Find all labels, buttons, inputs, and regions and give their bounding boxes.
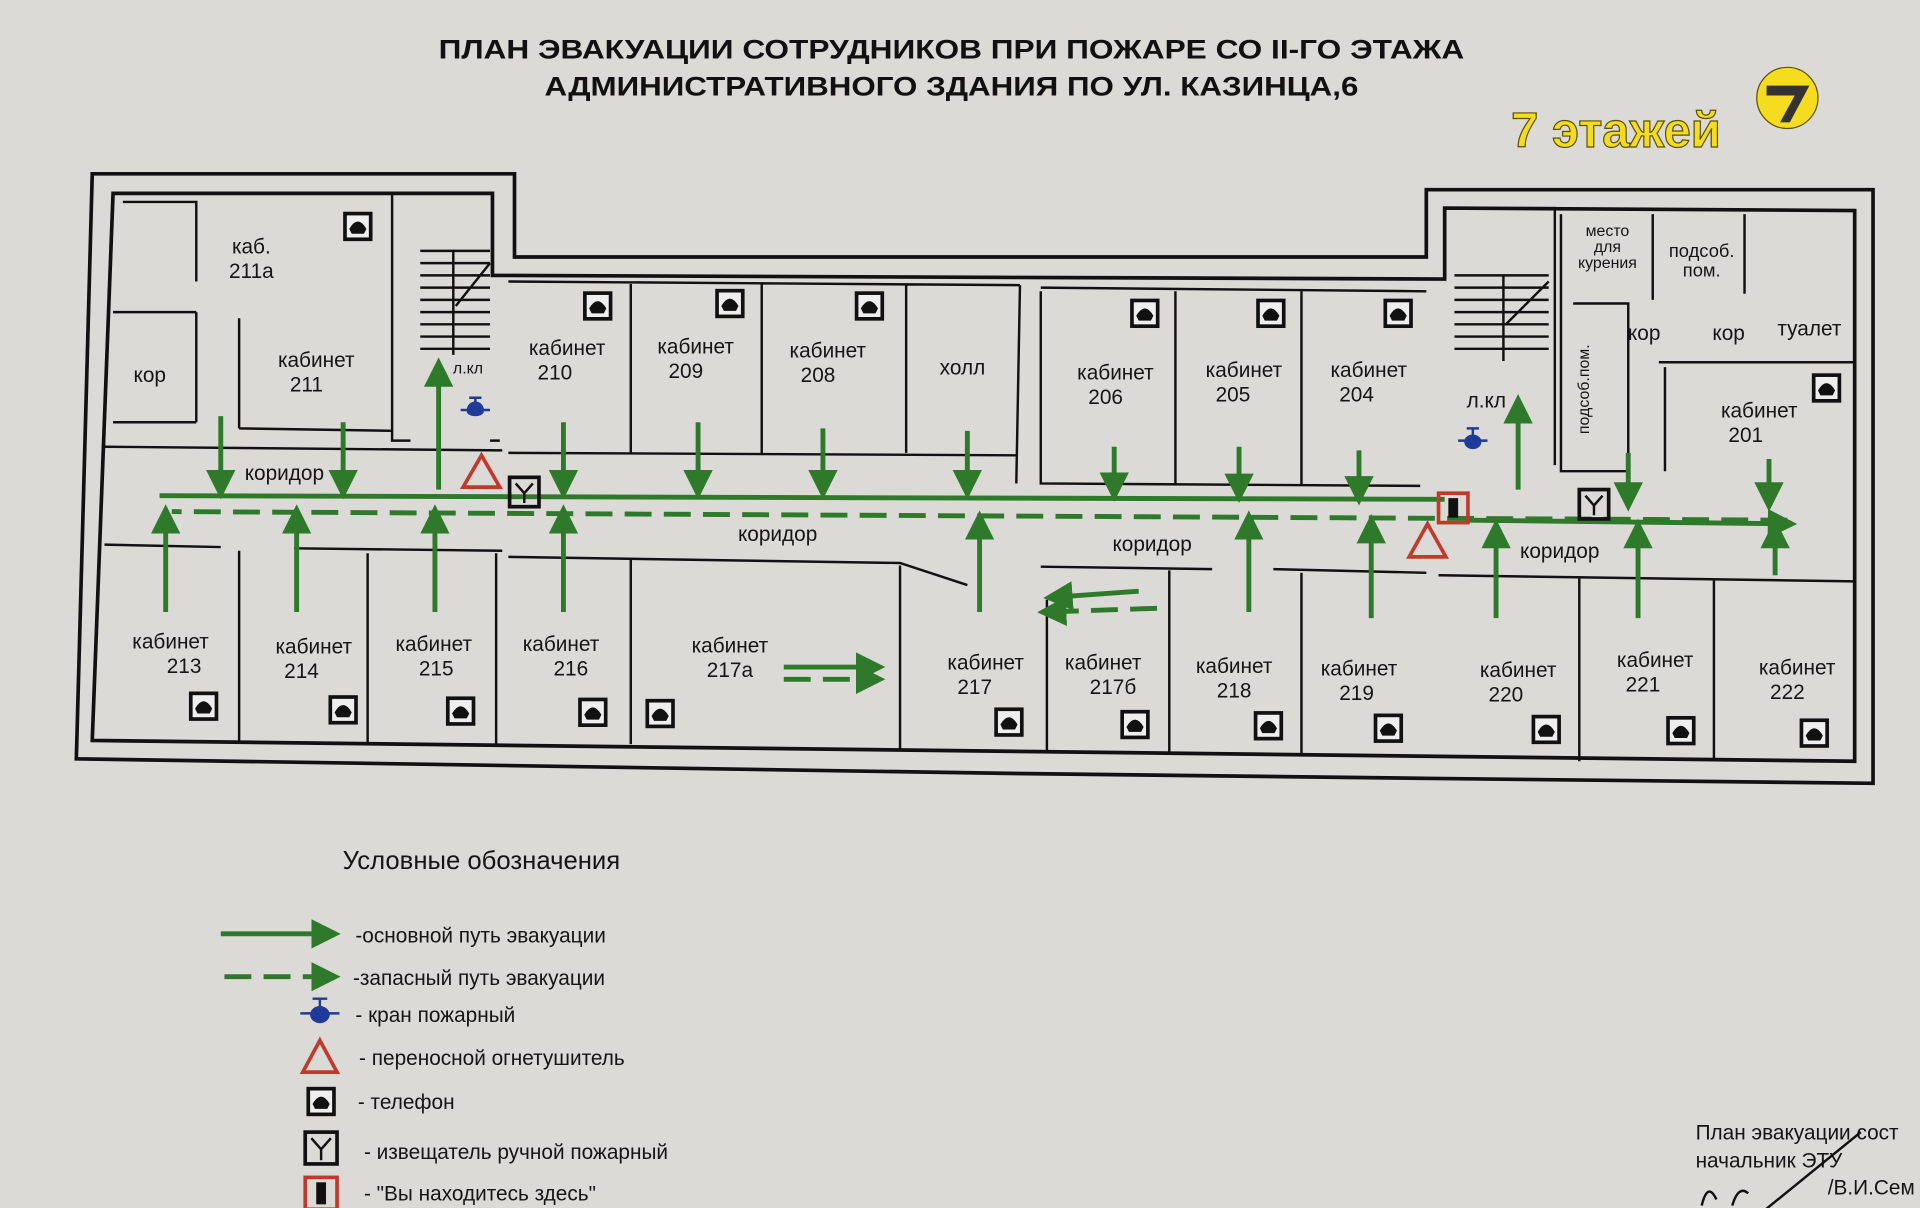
plan-title-line1: ПЛАН ЭВАКУАЦИИ СОТРУДНИКОВ ПРИ ПОЖАРЕ СО… bbox=[439, 35, 1465, 65]
badge-text: 7 этажей bbox=[1511, 104, 1721, 158]
telephone-icon bbox=[343, 211, 373, 242]
manual-call-point-icon bbox=[507, 475, 541, 509]
telephone-icon bbox=[1253, 711, 1284, 741]
handwritten-signature bbox=[1700, 1131, 1862, 1208]
toilet: туалет bbox=[1777, 317, 1842, 340]
signature-block: План эвакуации сост начальник ЭТУ /В.И.С… bbox=[1696, 1121, 1915, 1208]
extinguisher-legend-icon bbox=[299, 1036, 341, 1074]
stairwell-left: л.кл bbox=[453, 360, 483, 377]
telephone-icon bbox=[1256, 298, 1286, 329]
signature-name: /В.И.Сем bbox=[1828, 1177, 1915, 1200]
plan-title-line2: АДМИНИСТРАТИВНОГО ЗДАНИЯ ПО УЛ. КАЗИНЦА,… bbox=[544, 71, 1358, 101]
corridor-left: коридор bbox=[245, 462, 324, 485]
telephone-icon bbox=[1383, 298, 1413, 329]
manual-call-point-legend-icon bbox=[303, 1130, 339, 1166]
stairwell-right: л.кл bbox=[1467, 390, 1506, 413]
utility-room: подсоб.пом. bbox=[1669, 240, 1735, 281]
corridor-middle-2: коридор bbox=[1112, 533, 1191, 556]
corridor-small-right-2: кор bbox=[1712, 322, 1744, 345]
signature-line1: План эвакуации сост bbox=[1696, 1121, 1899, 1144]
legend-reserve-route: -запасный путь эвакуации bbox=[353, 967, 605, 990]
telephone-icon bbox=[645, 698, 675, 729]
telephone-icon bbox=[1120, 709, 1150, 740]
telephone-icon bbox=[328, 695, 358, 725]
corridor-right: коридор bbox=[1520, 540, 1599, 563]
legend-main-route: -основной путь эвакуации bbox=[355, 924, 605, 947]
telephone-icon bbox=[1799, 718, 1829, 748]
hall: холл bbox=[940, 357, 986, 380]
legend-title: Условные обозначения bbox=[343, 847, 621, 875]
floors-badge: 7 этажей bbox=[1511, 66, 1819, 158]
floor-walls bbox=[74, 171, 1875, 786]
fire-hydrant-icon bbox=[460, 396, 491, 417]
telephone-icon bbox=[994, 707, 1024, 737]
legend: Условные обозначения -основной путь эвак… bbox=[220, 847, 668, 1208]
corridor-middle: коридор bbox=[738, 523, 817, 546]
you-are-here-icon bbox=[1436, 491, 1470, 525]
evacuation-routes bbox=[150, 357, 1798, 694]
signature-line2: начальник ЭТУ bbox=[1696, 1150, 1844, 1173]
telephone-icon bbox=[715, 288, 745, 319]
corridor-small-left: кор bbox=[134, 364, 166, 387]
utility-room-vertical: подсоб.пом. bbox=[1576, 344, 1593, 434]
telephone-icon bbox=[1373, 713, 1404, 743]
telephone-icon bbox=[578, 697, 608, 728]
telephone-icon bbox=[188, 691, 219, 721]
you-are-here-legend-icon bbox=[303, 1175, 339, 1208]
room-211a: каб.211а bbox=[229, 235, 274, 282]
channel-logo-icon bbox=[1756, 66, 1819, 130]
telephone-icon bbox=[1811, 373, 1842, 403]
telephone-icon bbox=[1531, 714, 1561, 745]
legend-hydrant: - кран пожарный bbox=[355, 1004, 515, 1027]
manual-call-point-icon bbox=[1577, 487, 1611, 521]
telephone-legend-icon bbox=[306, 1086, 336, 1117]
fire-extinguisher-icon bbox=[459, 451, 503, 489]
legend-call-point: - извещатель ручной пожарный bbox=[364, 1141, 668, 1164]
telephone-icon bbox=[1666, 715, 1696, 746]
fire-extinguisher-icon bbox=[1406, 520, 1450, 559]
telephone-icon bbox=[1130, 298, 1160, 329]
telephone-icon bbox=[445, 696, 476, 726]
fire-hydrant-icon bbox=[1458, 427, 1488, 450]
telephone-icon bbox=[854, 291, 885, 321]
legend-extinguisher: - переносной огнетушитель bbox=[359, 1047, 625, 1070]
fire-hydrant-legend-icon bbox=[300, 997, 340, 1024]
telephone-icon bbox=[583, 291, 613, 321]
corridor-small-right-1: кор bbox=[1628, 322, 1660, 345]
legend-you-are-here: - "Вы находитесь здесь" bbox=[364, 1183, 596, 1206]
legend-telephone: - телефон bbox=[358, 1091, 455, 1114]
